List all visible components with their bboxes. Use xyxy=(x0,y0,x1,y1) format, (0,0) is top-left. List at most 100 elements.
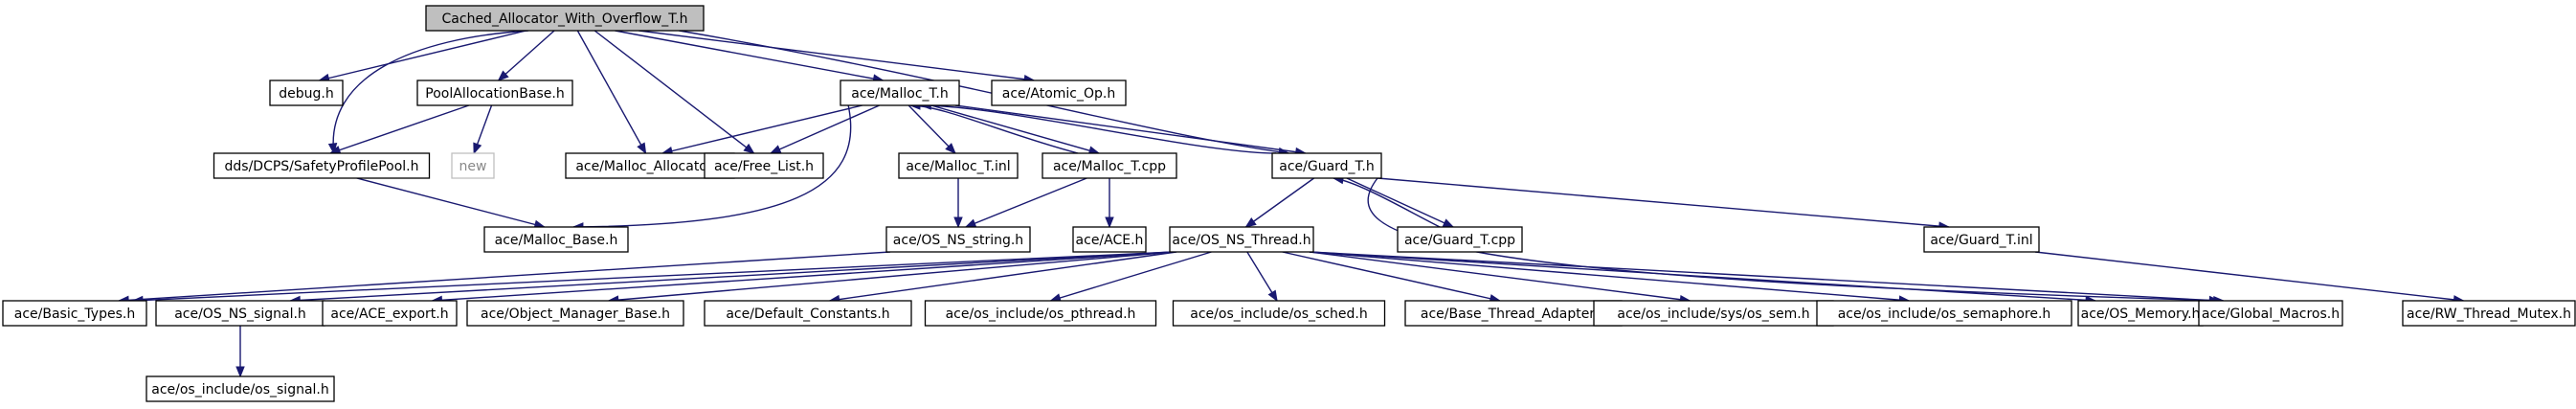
edge-root-to-pab xyxy=(497,30,555,81)
edge-line xyxy=(1282,251,1500,302)
node-box xyxy=(213,152,431,179)
edge-line xyxy=(290,251,1175,302)
edge-spp-to-mallocBase xyxy=(356,177,547,229)
edge-arrowhead xyxy=(327,143,338,155)
edge-arrowhead xyxy=(953,216,963,229)
node-mallocCpp[interactable]: ace/Malloc_T.cpp xyxy=(1042,152,1177,179)
node-aceH[interactable]: ace/ACE.h xyxy=(1072,226,1147,253)
edge-arrowhead xyxy=(473,142,482,155)
node-rwMutex[interactable]: ace/RW_Thread_Mutex.h xyxy=(2402,300,2576,327)
node-globalMacros[interactable]: ace/Global_Macros.h xyxy=(2198,300,2343,327)
edge-line xyxy=(594,30,755,154)
edge-nsThread-to-osMemory xyxy=(1309,251,2097,306)
node-label: ace/Malloc_T.inl xyxy=(906,159,1010,174)
node-label: ace/OS_NS_signal.h xyxy=(174,307,306,322)
node-box xyxy=(1593,300,1834,327)
node-mallocT[interactable]: ace/Malloc_T.h xyxy=(840,80,960,106)
edge-line xyxy=(608,251,1175,302)
edge-line xyxy=(1309,251,1910,302)
node-label: ace/Guard_T.cpp xyxy=(1404,233,1515,248)
node-box xyxy=(1816,300,2072,327)
edge-mallocInl-to-nsString xyxy=(953,178,963,229)
edge-mallocT-to-mallocCpp xyxy=(930,104,1101,155)
node-pthread[interactable]: ace/os_include/os_pthread.h xyxy=(924,300,1157,327)
node-label: ace/Basic_Types.h xyxy=(14,307,135,322)
edge-guardCpp-to-guardT xyxy=(1332,174,1441,228)
node-box xyxy=(2402,300,2576,327)
node-atomic[interactable]: ace/Atomic_Op.h xyxy=(991,80,1127,106)
node-root[interactable]: Cached_Allocator_With_Overflow_T.h xyxy=(425,5,705,32)
node-box xyxy=(425,5,705,32)
node-box xyxy=(483,226,629,253)
edge-mallocT-to-mallocInl xyxy=(907,104,956,154)
node-bta[interactable]: ace/Base_Thread_Adapter.h xyxy=(1404,300,1623,327)
node-label: ace/Malloc_T.h xyxy=(851,86,949,102)
node-label: ace/Base_Thread_Adapter.h xyxy=(1421,307,1606,322)
node-label: ace/os_include/os_sched.h xyxy=(1190,307,1367,322)
edge-line xyxy=(1309,251,2096,302)
edge-arrowhead xyxy=(769,145,782,154)
node-box xyxy=(704,300,912,327)
node-defConst[interactable]: ace/Default_Constants.h xyxy=(704,300,912,327)
node-guardCpp[interactable]: ace/Guard_T.cpp xyxy=(1397,226,1523,253)
edge-line xyxy=(965,177,1087,228)
nodes-layer: Cached_Allocator_With_Overflow_T.h debug.… xyxy=(2,5,2576,402)
edge-guardT-to-guardInl xyxy=(1377,177,1951,231)
node-label: ace/os_include/os_signal.h xyxy=(151,382,329,398)
node-objMgr[interactable]: ace/Object_Manager_Base.h xyxy=(466,300,684,327)
node-box xyxy=(2,300,147,327)
node-aceExport[interactable]: ace/ACE_export.h xyxy=(322,300,458,327)
node-syssem[interactable]: ace/os_include/sys/os_sem.h xyxy=(1593,300,1834,327)
edge-guardInl-to-rwMutex xyxy=(2034,251,2465,305)
edge-guardT-to-mallocT xyxy=(919,101,1277,154)
node-osMemory[interactable]: ace/OS_Memory.h xyxy=(2077,300,2204,327)
node-pab[interactable]: PoolAllocationBase.h xyxy=(416,80,573,106)
edge-line xyxy=(2034,251,2464,302)
node-box xyxy=(416,80,573,106)
node-label: ace/Guard_T.inl xyxy=(1930,233,2032,248)
edge-line xyxy=(770,104,880,154)
node-box xyxy=(898,152,1019,179)
node-label: ace/Free_List.h xyxy=(714,159,814,174)
node-box xyxy=(451,152,495,179)
node-box xyxy=(924,300,1157,327)
node-debug[interactable]: debug.h xyxy=(269,80,344,106)
edge-arrowhead xyxy=(1244,217,1257,228)
edge-arrowhead xyxy=(497,70,509,81)
node-mallocBase[interactable]: ace/Malloc_Base.h xyxy=(483,226,629,253)
node-guardT[interactable]: ace/Guard_T.h xyxy=(1271,152,1382,179)
node-new[interactable]: new xyxy=(451,152,495,179)
edge-line xyxy=(638,30,1035,81)
node-freelist[interactable]: ace/Free_List.h xyxy=(704,152,824,179)
edge-line xyxy=(1245,177,1315,228)
edge-line xyxy=(498,30,555,81)
node-semaphore[interactable]: ace/os_include/os_semaphore.h xyxy=(1816,300,2072,327)
node-box xyxy=(146,375,335,402)
node-basicTypes[interactable]: ace/Basic_Types.h xyxy=(2,300,147,327)
node-nsSignal[interactable]: ace/OS_NS_signal.h xyxy=(155,300,325,327)
node-box xyxy=(1404,300,1623,327)
node-sched[interactable]: ace/os_include/os_sched.h xyxy=(1172,300,1386,327)
edge-line xyxy=(930,104,1100,154)
edge-line xyxy=(572,104,852,228)
node-nsString[interactable]: ace/OS_NS_string.h xyxy=(885,226,1031,253)
node-nsThread[interactable]: ace/OS_NS_Thread.h xyxy=(1169,226,1314,253)
edge-line xyxy=(829,251,1177,302)
node-spp[interactable]: dds/DCPS/SafetyProfilePool.h xyxy=(213,152,431,179)
node-mallocInl[interactable]: ace/Malloc_T.inl xyxy=(898,152,1019,179)
node-guardInl[interactable]: ace/Guard_T.inl xyxy=(1923,226,2040,253)
node-label: PoolAllocationBase.h xyxy=(425,86,564,102)
node-osSignal[interactable]: ace/os_include/os_signal.h xyxy=(146,375,335,402)
edge-line xyxy=(1050,251,1212,302)
edge-nsSignal-to-osSignal xyxy=(235,326,245,378)
edge-mallocT-to-mallocAlloc xyxy=(661,104,863,156)
node-box xyxy=(991,80,1127,106)
edge-nsThread-to-sched xyxy=(1246,251,1278,303)
node-box xyxy=(1923,226,2040,253)
node-label: new xyxy=(459,159,487,174)
node-label: ace/Global_Macros.h xyxy=(2202,307,2340,322)
node-box xyxy=(840,80,960,106)
edge-line xyxy=(615,30,884,81)
node-box xyxy=(2077,300,2204,327)
